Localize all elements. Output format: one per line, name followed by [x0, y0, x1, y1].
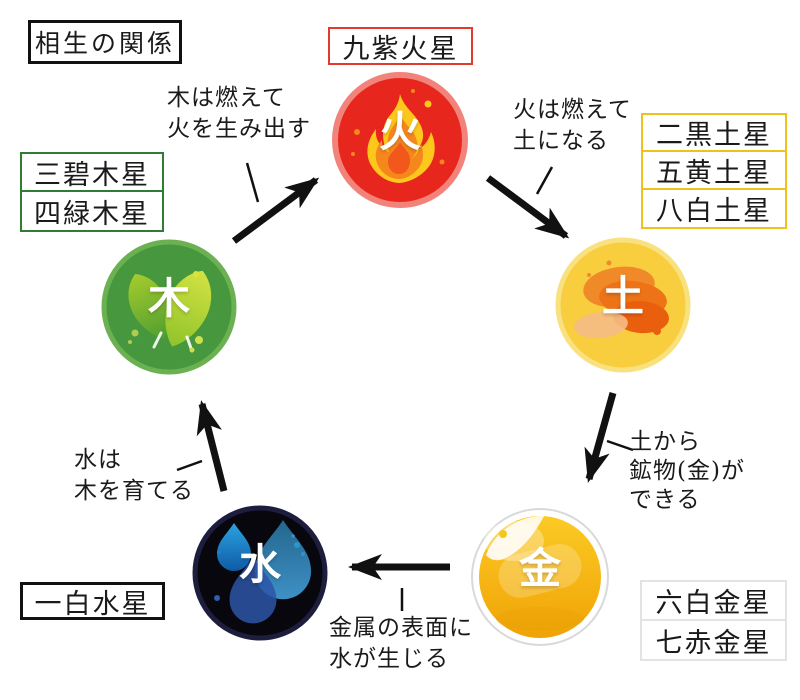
water-icon — [192, 505, 328, 641]
annotation-metal-to-water: 金属の表面に 水が生じる — [329, 613, 473, 675]
wood-star-label-1: 三碧木星 — [34, 159, 150, 191]
node-fire: 火 — [330, 70, 470, 210]
earth-star-box-3: 八白土星 — [641, 188, 787, 229]
node-metal: 金 — [470, 507, 610, 647]
water-star-label: 一白水星 — [34, 588, 151, 620]
earth-icon — [555, 237, 691, 373]
annotation-earth-to-metal: 土から 鉱物(金)が できる — [629, 428, 745, 515]
annotation-line: 水は — [74, 447, 122, 473]
annotation-line: 水が生じる — [329, 646, 449, 672]
earth-star-label-1: 二黒土星 — [656, 120, 772, 151]
wood-star-box-1: 三碧木星 — [20, 152, 164, 192]
fire-icon — [332, 72, 468, 208]
annotation-line: 木は燃えて — [167, 85, 286, 111]
annotation-fire-to-earth: 火は燃えて 土になる — [513, 95, 632, 157]
node-water: 水 — [190, 503, 330, 643]
leader-fire-to-earth — [535, 166, 554, 195]
leader-wood-to-fire — [245, 162, 260, 203]
metal-icon — [471, 508, 609, 646]
wood-icon — [101, 239, 237, 375]
arrow-wood-to-fire — [231, 177, 320, 244]
metal-star-label-2: 七赤金星 — [655, 627, 772, 659]
wood-star-label-2: 四緑木星 — [34, 198, 150, 230]
annotation-water-to-wood: 水は 木を育てる — [74, 445, 194, 507]
wood-star-box-2: 四緑木星 — [20, 190, 164, 232]
water-star-box: 一白水星 — [20, 582, 165, 620]
arrow-earth-to-metal — [584, 392, 617, 483]
metal-star-label-1: 六白金星 — [655, 588, 772, 619]
annotation-line: 火は燃えて — [513, 97, 632, 123]
water-kanji: 水 — [238, 540, 281, 589]
diagram-title: 相生の関係 — [28, 20, 182, 64]
arrow-water-to-wood — [196, 400, 228, 492]
earth-kanji: 土 — [601, 272, 644, 321]
annotation-line: 鉱物(金)が — [629, 458, 745, 484]
node-wood: 木 — [99, 237, 239, 377]
annotation-line: 土から — [629, 429, 701, 455]
annotation-line: 金属の表面に — [329, 615, 473, 641]
metal-star-box-1: 六白金星 — [640, 580, 787, 621]
annotation-line: 土になる — [513, 128, 609, 154]
wood-kanji: 木 — [147, 274, 190, 323]
metal-star-box-2: 七赤金星 — [640, 619, 787, 661]
annotation-line: 火を生み出す — [167, 116, 311, 142]
diagram-title-label: 相生の関係 — [34, 29, 175, 58]
annotation-line: 木を育てる — [74, 478, 194, 504]
earth-star-label-2: 五黄土星 — [656, 157, 772, 189]
earth-star-box-2: 五黄土星 — [641, 150, 787, 190]
earth-star-label-3: 八白土星 — [656, 196, 772, 227]
earth-star-box-1: 二黒土星 — [641, 113, 787, 152]
fire-star-box: 九紫火星 — [328, 27, 473, 65]
leader-water-to-wood — [176, 459, 203, 472]
metal-kanji: 金 — [518, 544, 561, 593]
leader-earth-to-metal — [606, 439, 634, 452]
arrow-fire-to-earth — [485, 175, 570, 239]
fire-star-label: 九紫火星 — [342, 33, 459, 65]
node-earth: 土 — [553, 235, 693, 375]
annotation-line: できる — [629, 487, 701, 513]
annotation-wood-to-fire: 木は燃えて 火を生み出す — [167, 83, 311, 145]
fire-kanji: 火 — [378, 107, 421, 156]
